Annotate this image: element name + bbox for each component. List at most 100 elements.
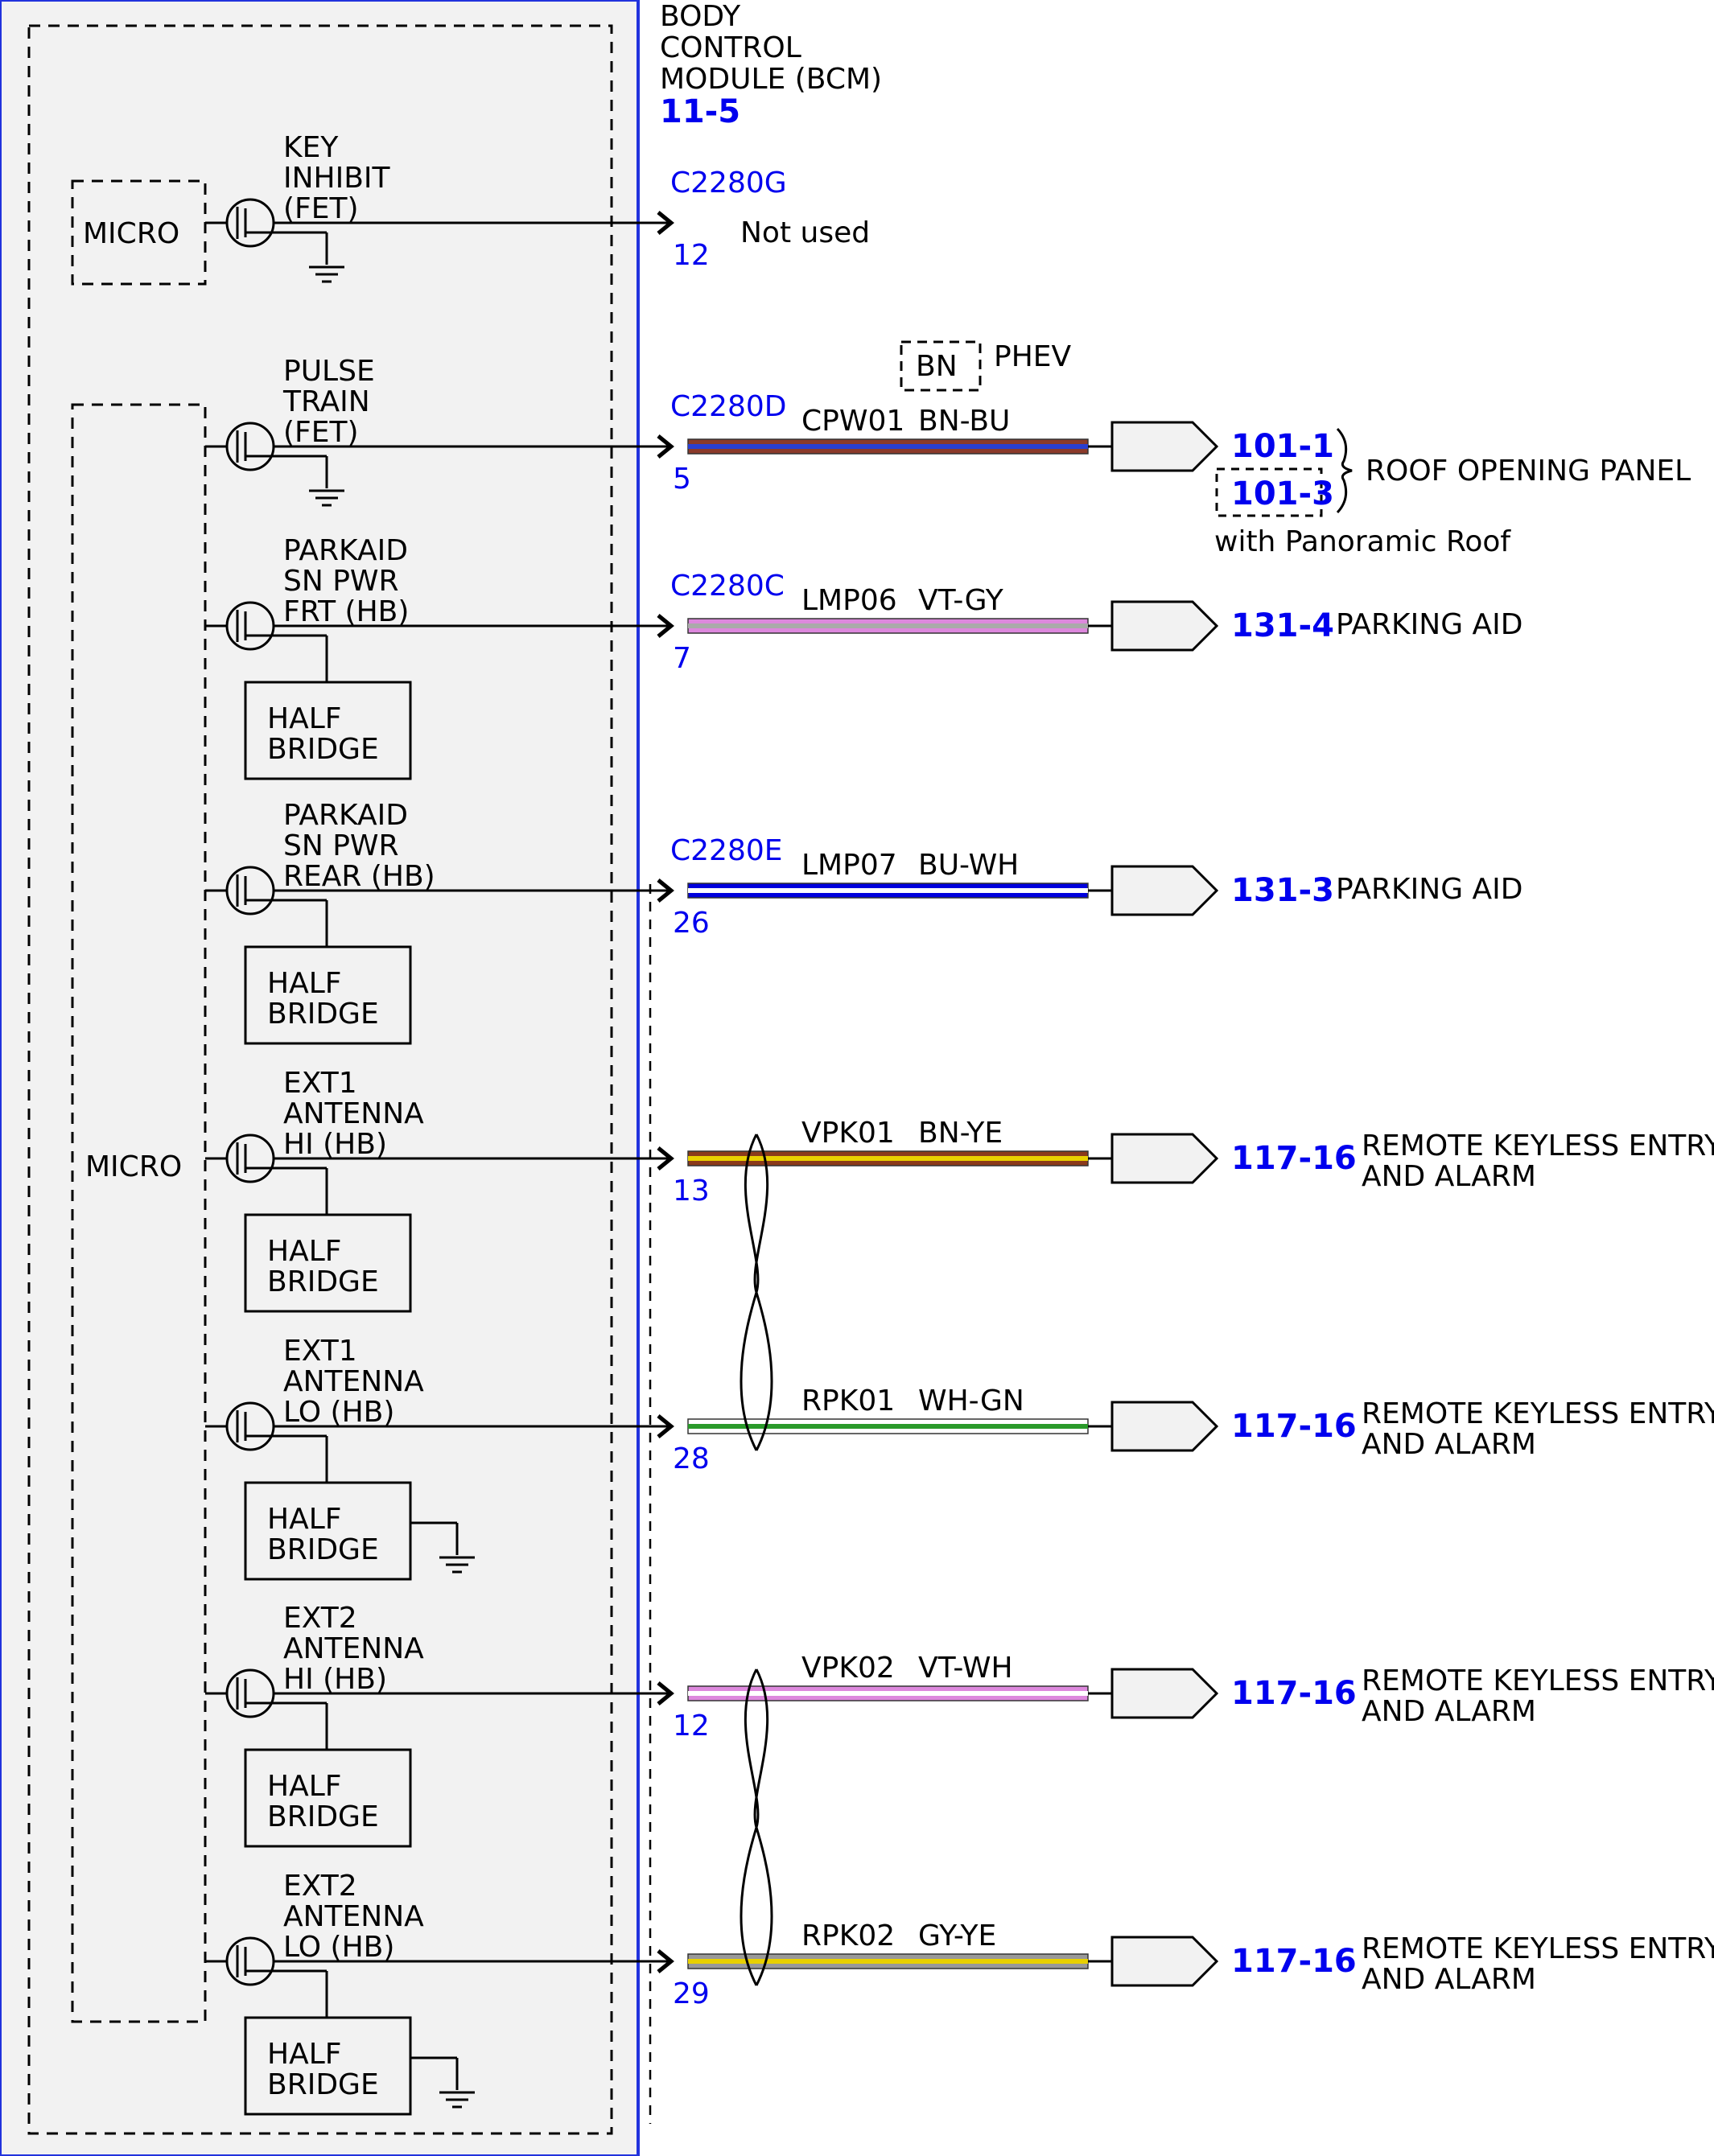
- half-bridge-label: BRIDGE: [267, 2068, 379, 2101]
- micro-box-main: [71, 403, 207, 2023]
- twisted-pair-strand: [753, 1668, 773, 1986]
- driver-label-line: LO (HB): [283, 1931, 394, 1964]
- driver-label-line: SN PWR: [283, 829, 399, 862]
- variant-note: with Panoramic Roof: [1214, 525, 1511, 558]
- fet-transistor-symbol: [225, 422, 275, 471]
- pin-chevron: [657, 1146, 674, 1171]
- driver-label-line: FRT (HB): [283, 595, 409, 628]
- wire-stripe: [688, 1156, 1088, 1161]
- module-title-line-2: CONTROL: [660, 31, 801, 64]
- pin-chevron: [657, 1949, 674, 1973]
- driver-label-line: PULSE: [283, 355, 375, 388]
- connector-id: C2280D: [670, 390, 786, 423]
- driver-label-line: PARKAID: [283, 799, 408, 832]
- destination-label: PARKING AID: [1336, 873, 1523, 906]
- inline-connector-plug: [1110, 1936, 1219, 1987]
- not-used-label: Not used: [740, 216, 870, 249]
- circuit-id: VPK01: [801, 1117, 895, 1150]
- destination-label: AND ALARM: [1362, 1963, 1536, 1996]
- half-bridge-label: BRIDGE: [267, 1265, 379, 1298]
- fet-transistor-symbol: [225, 1401, 275, 1451]
- half-bridge-label: BRIDGE: [267, 998, 379, 1031]
- wire-color-code: BN-BU: [918, 405, 1010, 438]
- inline-connector-plug: [1110, 865, 1219, 916]
- half-bridge-label: HALF: [267, 1503, 341, 1536]
- module-title-line-3: MODULE (BCM): [660, 63, 882, 96]
- driver-label-line: ANTENNA: [283, 1097, 424, 1130]
- pin-number: 12: [673, 239, 710, 272]
- pin-number: 13: [673, 1175, 710, 1208]
- fet-transistor-symbol: [225, 1134, 275, 1183]
- driver-label-line: EXT2: [283, 1870, 357, 1903]
- driver-label-line: KEY: [283, 131, 339, 164]
- circuit-id: LMP06: [801, 584, 897, 617]
- destination-label: REMOTE KEYLESS ENTRY: [1362, 1932, 1714, 1965]
- driver-label-line: EXT1: [283, 1067, 357, 1100]
- fet-transistor-symbol: [225, 601, 275, 651]
- module-title: BODY CONTROL MODULE (BCM) 11-5: [660, 0, 882, 130]
- driver-label-line: (FET): [283, 192, 359, 225]
- pin-chevron: [657, 1414, 674, 1438]
- wire-color-code: VT-GY: [918, 584, 1004, 617]
- inline-connector-plug: [1110, 1133, 1219, 1184]
- pin-number: 5: [673, 463, 691, 496]
- pin-chevron: [657, 878, 674, 903]
- pin-chevron: [657, 614, 674, 638]
- wire-stripe: [688, 1424, 1088, 1429]
- circuit-id: CPW01: [801, 405, 904, 438]
- phev-box-text: BN: [916, 350, 958, 383]
- driver-label-line: (FET): [283, 416, 359, 449]
- fet-transistor-symbol: [225, 866, 275, 915]
- driver-label-line: ANTENNA: [283, 1900, 424, 1933]
- micro-label-top: MICRO: [83, 217, 179, 250]
- wire-stripe: [688, 444, 1088, 449]
- wire-stripe: [688, 623, 1088, 628]
- inline-connector-plug: [1110, 421, 1219, 472]
- destination-ref: 131-4: [1231, 607, 1334, 644]
- destination-label: ROOF OPENING PANEL: [1366, 455, 1691, 488]
- pin-number: 26: [673, 907, 710, 940]
- bcm-inner-dashed-box: [27, 24, 613, 2135]
- pin-chevron: [657, 1681, 674, 1705]
- destination-ref: 117-16: [1231, 1943, 1357, 1980]
- destination-brace: [1336, 427, 1353, 514]
- half-bridge-label: HALF: [267, 1770, 341, 1803]
- wire-color-code: GY-YE: [918, 1919, 996, 1952]
- destination-label: REMOTE KEYLESS ENTRY: [1362, 1397, 1714, 1430]
- fet-transistor-symbol: [225, 1936, 275, 1986]
- half-bridge-label: HALF: [267, 702, 341, 735]
- driver-label-line: LO (HB): [283, 1396, 394, 1429]
- half-bridge-label: BRIDGE: [267, 1800, 379, 1833]
- twisted-pair-strand: [753, 1134, 773, 1451]
- inline-connector-plug: [1110, 1401, 1219, 1452]
- pin-number: 28: [673, 1442, 710, 1475]
- half-bridge-label: BRIDGE: [267, 733, 379, 766]
- wire-color-code: BN-YE: [918, 1117, 1003, 1150]
- destination-label: AND ALARM: [1362, 1428, 1536, 1461]
- destination-label: AND ALARM: [1362, 1695, 1536, 1728]
- pin-number: 12: [673, 1710, 710, 1742]
- micro-box-top: [71, 179, 207, 286]
- half-bridge-label: HALF: [267, 967, 341, 1000]
- destination-alt-box: [1215, 467, 1323, 517]
- wire-stripe: [688, 1691, 1088, 1696]
- wire-color-code: VT-WH: [918, 1652, 1013, 1685]
- destination-alt-ref: 101-3: [1231, 475, 1334, 512]
- driver-label-line: TRAIN: [282, 385, 370, 418]
- bcm-module-box: [0, 0, 640, 2156]
- destination-ref: 101-1: [1231, 428, 1334, 465]
- destination-label: REMOTE KEYLESS ENTRY: [1362, 1664, 1714, 1697]
- driver-label-line: ANTENNA: [283, 1365, 424, 1398]
- destination-label: AND ALARM: [1362, 1160, 1536, 1193]
- destination-ref: 131-3: [1231, 872, 1334, 909]
- driver-label-line: EXT1: [283, 1335, 357, 1368]
- connector-id: C2280C: [670, 570, 785, 603]
- driver-label-line: REAR (HB): [283, 860, 435, 893]
